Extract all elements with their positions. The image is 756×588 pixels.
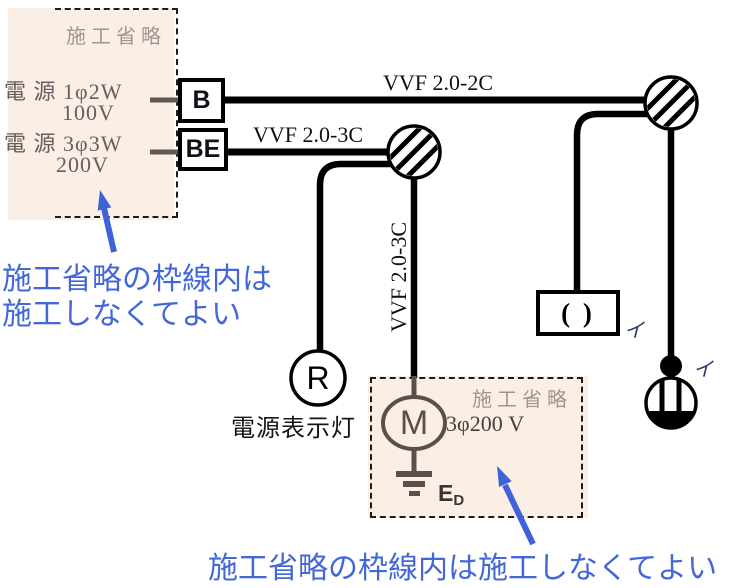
switch-box: ( ) [536,290,620,336]
omitted-frame-bottom [370,377,583,518]
ceiling-circuit-tag: イ [693,359,713,381]
cable-label-vertical: VVF 2.0-3C [386,221,411,333]
omitted-title-bottom: 施工省略 [472,389,572,411]
omitted-frame-top-left [55,8,178,218]
note-bottom: 施工省略の枠線内は施工しなくてよい [208,552,718,585]
wire-branch-to-pilot-lamp [316,160,396,352]
breaker-b-label: B [192,86,211,114]
ground-bar-2 [403,481,425,487]
ground-label-e: E [438,480,454,506]
source-1-label: 電 源 1φ2W [4,79,123,104]
omitted-area-top-left [8,8,174,220]
ceiling-lamp-symbol [644,376,698,430]
pilot-lamp-letter-text: R [306,359,330,396]
note-left-line1: 施工省略の枠線内は [2,263,272,296]
breaker-be-label: BE [185,135,221,163]
breaker-b: B [178,78,225,123]
ground-label: ED [438,480,464,509]
motor-rating: 3φ200 V [446,411,525,436]
note-arrow-top [97,190,117,253]
ground-label-d: D [453,492,465,509]
switch-circuit-tag: イ [624,320,644,342]
pilot-lamp-caption: 電源表示灯 [231,416,356,442]
junction-box-mid [386,124,442,180]
motor-letter-text: M [399,403,429,442]
breaker-be: BE [178,128,228,171]
ground-bar-1 [396,471,432,477]
omitted-title-top: 施工省略 [66,26,166,48]
ground-bar-3 [409,491,420,496]
motor-letter: M [384,397,444,449]
source-2-voltage: 200V [56,152,109,177]
switch-dot-symbol [660,355,682,377]
cable-label-top: VVF 2.0-2C [383,70,494,95]
pilot-lamp-letter: R [290,350,346,406]
wire-branch-to-switch [573,110,652,292]
cable-label-mid: VVF 2.0-3C [253,122,364,147]
source-1-voltage: 100V [62,100,115,125]
note-arrow-bottom [497,466,536,546]
note-left-line2: 施工しなくてよい [2,298,242,331]
source-2-label: 電 源 3φ3W [4,131,123,156]
junction-box-right [643,75,699,131]
pilot-lamp-symbol [289,349,347,407]
switch-symbol-text: ( ) [561,297,595,328]
